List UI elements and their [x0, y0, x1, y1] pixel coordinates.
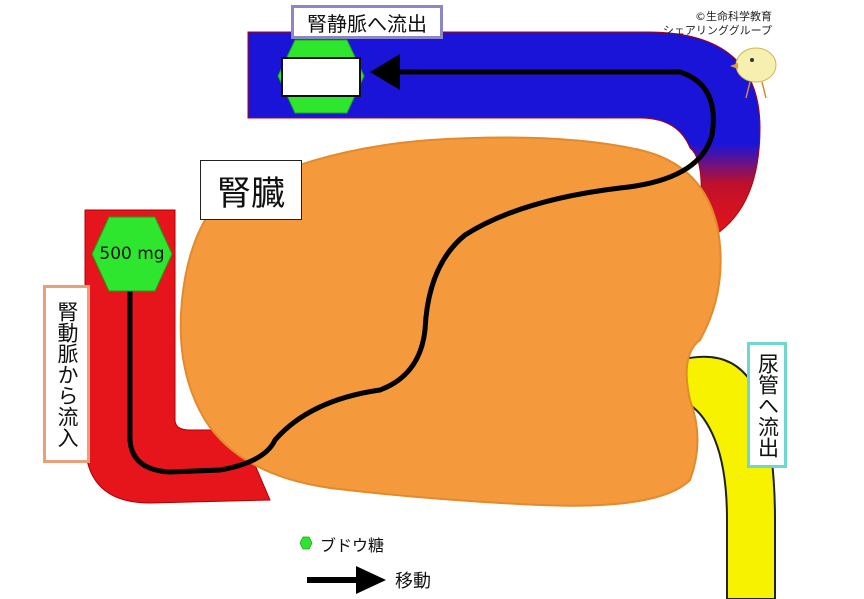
legend-move-label: 移動 [395, 571, 431, 592]
glucose-hexagon-in [91, 216, 173, 292]
copyright-line-2: シェアリンググループ [662, 24, 772, 37]
ureter-outflow-label: 尿管へ流出 [747, 342, 787, 468]
legend-glucose-hexagon-icon [299, 536, 313, 550]
copyright-line-1: ©生命科学教育 [695, 10, 772, 23]
copyright-notice: ©生命科学教育 シェアリンググループ [660, 10, 772, 38]
renal-vein-outflow-label: 腎静脈へ流出 [291, 5, 443, 39]
movement-arrowhead [370, 54, 400, 90]
legend-move: 移動 [305, 566, 431, 594]
glucose-amount-in: 500 mg [99, 244, 164, 264]
legend-arrow-icon [307, 566, 386, 594]
legend-glucose-label: ブドウ糖 [320, 536, 385, 555]
legend-glucose: ブドウ糖 [298, 533, 384, 555]
renal-artery-inflow-label: 腎動脈から流入 [43, 285, 90, 463]
chick-mascot-icon [730, 47, 777, 99]
kidney-shape [179, 136, 722, 507]
renal-vein-tube [247, 31, 761, 236]
glucose-movement-path [127, 69, 716, 475]
kidney-label: 腎臓 [200, 160, 302, 220]
glucose-amount-out-box [281, 57, 361, 97]
